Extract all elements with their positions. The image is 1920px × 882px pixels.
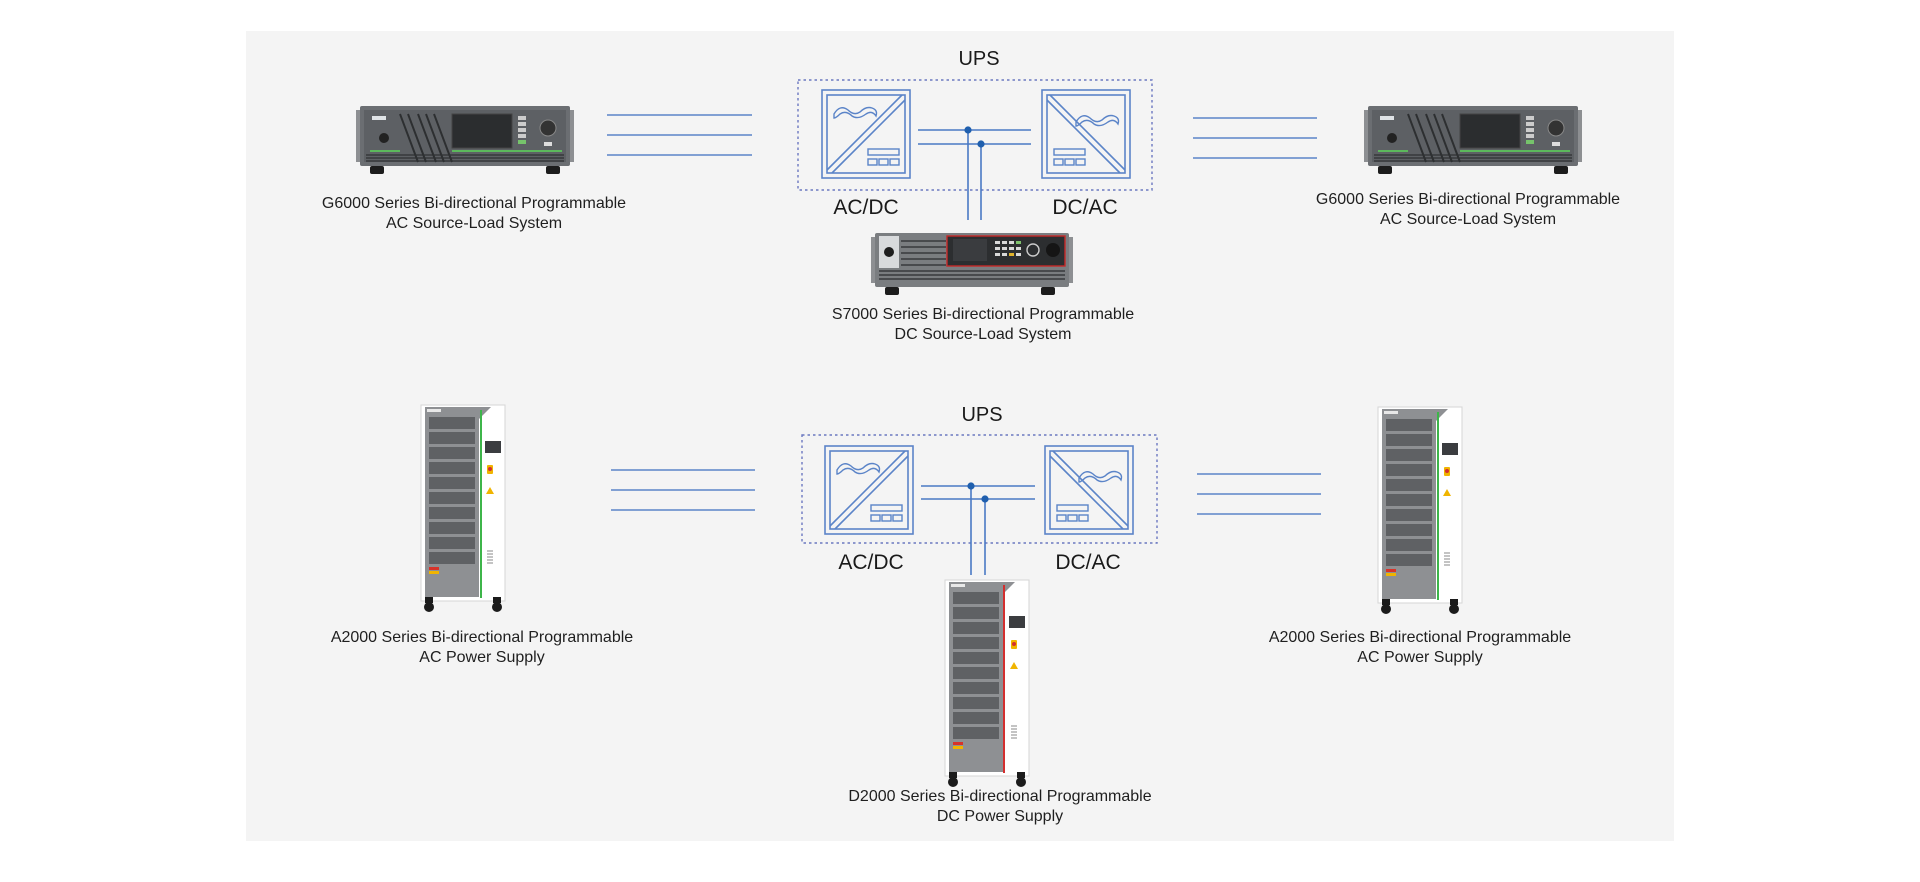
rectifier-icon — [821, 89, 911, 179]
s7000-caption: S7000 Series Bi-directional Programmable… — [832, 305, 1134, 345]
section-ac-source-load — [355, 79, 1583, 296]
a2000-left-device-image — [420, 404, 506, 613]
device-name-line: DC Power Supply — [936, 808, 1064, 825]
a2000-left-caption: A2000 Series Bi-directional Programmable… — [331, 628, 633, 668]
left-connection-lines — [607, 114, 752, 156]
device-name-line: AC Power Supply — [419, 649, 545, 666]
device-name-line: A2000 Series Bi-directional Programmable — [1268, 629, 1572, 646]
device-name-line: G6000 Series Bi-directional Programmable — [1315, 191, 1621, 208]
rectifier-label: AC/DC — [838, 551, 904, 574]
right-connection-lines — [1193, 117, 1317, 159]
inverter-icon — [1044, 445, 1134, 535]
g6000-right-device-image — [1363, 105, 1583, 175]
a2000-right-device-image — [1377, 406, 1463, 615]
inverter-icon — [1041, 89, 1131, 179]
right-connection-lines — [1197, 473, 1321, 515]
d2000-caption: D2000 Series Bi-directional Programmable… — [848, 787, 1151, 827]
device-name-line: AC Source-Load System — [385, 215, 563, 232]
junction-node — [977, 140, 985, 148]
device-name-line: S7000 Series Bi-directional Programmable — [831, 306, 1135, 323]
device-name-line: AC Power Supply — [1357, 649, 1483, 666]
device-name-line: DC Source-Load System — [894, 326, 1072, 343]
inverter-label: DC/AC — [1055, 551, 1121, 574]
ups-boundary — [801, 434, 1158, 544]
ups-boundary — [797, 79, 1153, 191]
dc-bus — [921, 485, 1035, 575]
rectifier-icon — [824, 445, 914, 535]
s7000-device-image — [870, 232, 1074, 296]
left-connection-lines — [611, 469, 755, 511]
device-name-line: D2000 Series Bi-directional Programmable — [848, 788, 1152, 805]
a2000-right-caption: A2000 Series Bi-directional Programmable… — [1269, 628, 1571, 668]
section-power-supply — [420, 404, 1463, 788]
dc-bus — [918, 129, 1031, 220]
inverter-label: DC/AC — [1052, 196, 1118, 219]
ups-label: UPS — [961, 404, 1003, 426]
rectifier-label: AC/DC — [833, 196, 899, 219]
g6000-left-caption: G6000 Series Bi-directional Programmable… — [322, 194, 626, 234]
ups-label: UPS — [958, 48, 1000, 70]
g6000-right-caption: G6000 Series Bi-directional Programmable… — [1316, 190, 1620, 230]
device-name-line: AC Source-Load System — [1379, 211, 1557, 228]
device-name-line: A2000 Series Bi-directional Programmable — [330, 629, 634, 646]
junction-node — [981, 495, 989, 503]
g6000-left-device-image — [355, 105, 575, 175]
device-name-line: G6000 Series Bi-directional Programmable — [321, 195, 627, 212]
d2000-device-image — [944, 579, 1030, 788]
junction-node — [967, 482, 975, 490]
junction-node — [964, 126, 972, 134]
